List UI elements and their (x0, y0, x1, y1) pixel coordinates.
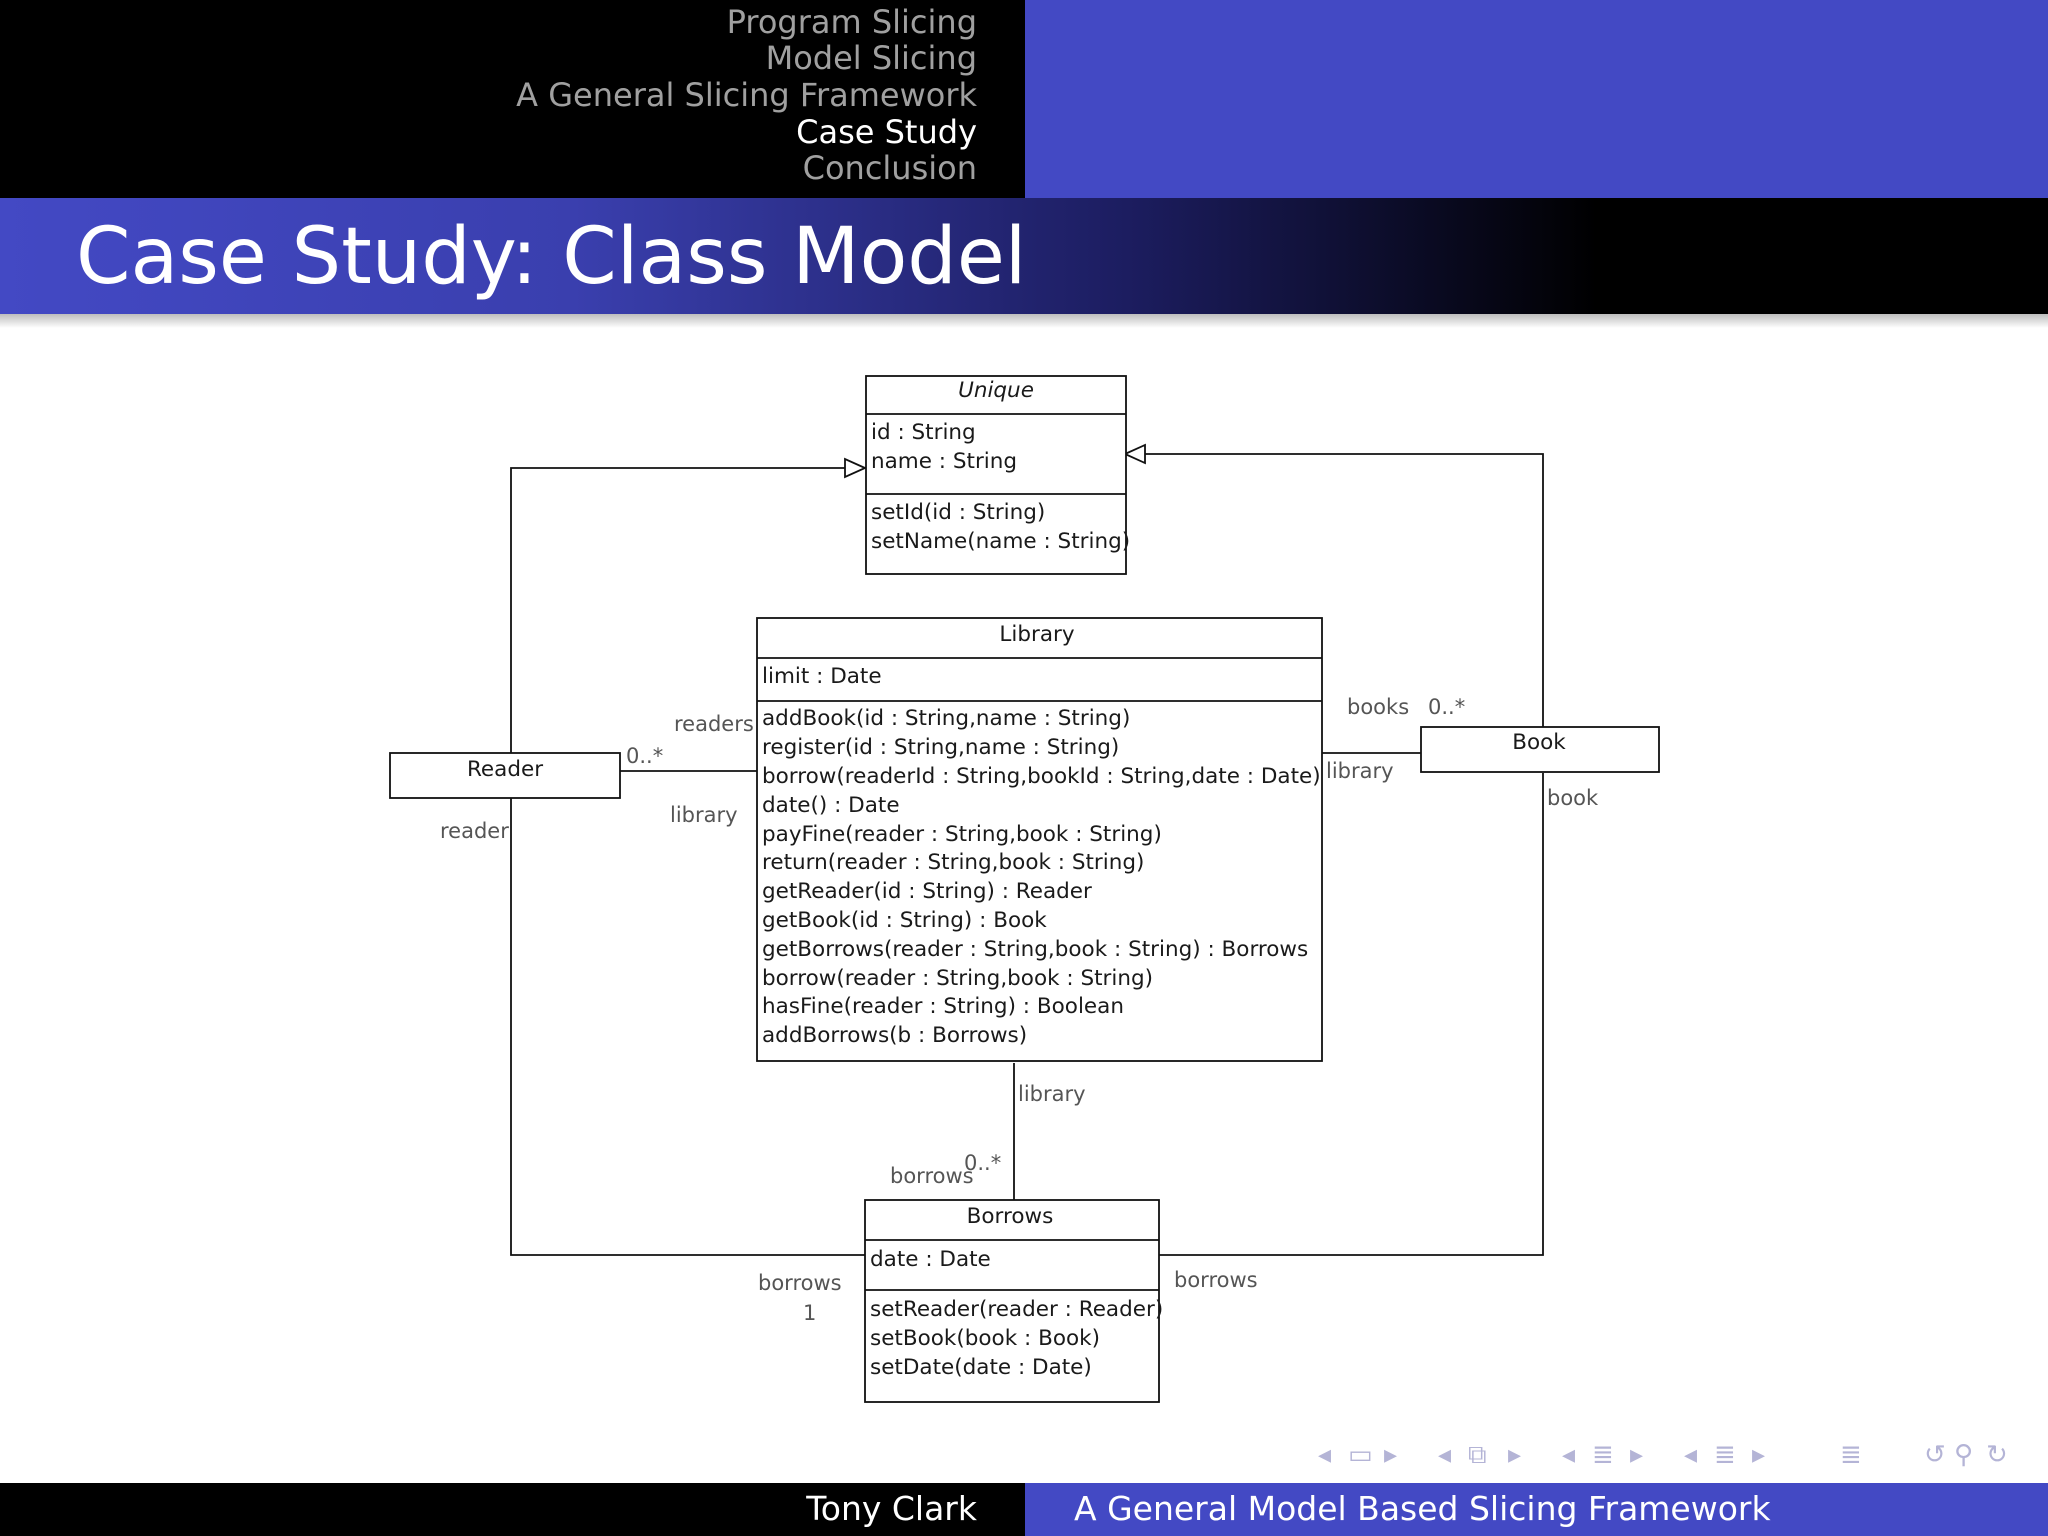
class-name: Unique (958, 378, 1034, 403)
slide-title: Case Study: Class Model (76, 212, 1027, 302)
role-label-library: library (1326, 759, 1394, 783)
class-operation: hasFine(reader : String) : Boolean (762, 994, 1124, 1019)
class-operation: borrow(readerId : String,bookId : String… (762, 764, 1321, 789)
nav-section-model-slicing[interactable]: Model Slicing (765, 39, 977, 77)
nav-section-general-slicing-framework[interactable]: A General Slicing Framework (516, 76, 977, 114)
class-attribute: name : String (871, 449, 1017, 474)
nav-left-icon[interactable]: ◂ (1684, 1440, 1698, 1470)
multiplicity-label: 0..* (964, 1151, 1001, 1175)
class-attribute: id : String (871, 420, 976, 445)
role-label-borrows: borrows (758, 1271, 842, 1295)
class-name: Borrows (967, 1204, 1054, 1229)
forward-icon[interactable]: ↻ (1986, 1440, 2008, 1470)
nav-section-case-study[interactable]: Case Study (796, 113, 977, 151)
class-operation: borrow(reader : String,book : String) (762, 966, 1153, 991)
class-book[interactable]: Book (1420, 726, 1660, 773)
class-library[interactable]: Library limit : Date addBook(id : String… (756, 617, 1323, 1062)
reader-borrows-association (510, 797, 865, 1256)
footer-author: Tony Clark (806, 1489, 977, 1528)
class-name: Book (1512, 730, 1566, 755)
header-accent-panel (1025, 0, 2048, 198)
multiplicity-label: 1 (803, 1301, 816, 1325)
class-operation: getReader(id : String) : Reader (762, 879, 1092, 904)
reader-unique-generalization (510, 467, 845, 753)
class-operation: setName(name : String) (871, 529, 1130, 554)
multiplicity-label: 0..* (1428, 695, 1465, 719)
class-operation: getBook(id : String) : Book (762, 908, 1047, 933)
nav-left-icon[interactable]: ◂ (1438, 1440, 1452, 1470)
class-operation: setDate(date : Date) (870, 1355, 1092, 1380)
class-reader[interactable]: Reader (389, 752, 621, 799)
class-name: Reader (467, 757, 543, 782)
class-operation: date() : Date (762, 793, 900, 818)
nav-left-icon[interactable]: ◂ (1318, 1440, 1332, 1470)
search-icon[interactable]: ⚲ (1954, 1440, 1974, 1470)
frame-icon[interactable]: ▭ (1348, 1440, 1373, 1470)
section-icon[interactable]: ≣ (1714, 1440, 1736, 1470)
nav-section-program-slicing[interactable]: Program Slicing (726, 3, 977, 41)
nav-left-icon[interactable]: ◂ (1562, 1440, 1576, 1470)
class-borrows[interactable]: Borrows date : Date setReader(reader : R… (864, 1199, 1163, 1403)
class-attribute: limit : Date (762, 664, 882, 689)
class-name: Library (999, 622, 1074, 647)
nav-section-conclusion[interactable]: Conclusion (802, 149, 977, 187)
subsection-icon[interactable]: ⧉ (1468, 1440, 1487, 1470)
role-label-reader: reader (440, 819, 509, 843)
role-label-borrows: borrows (1174, 1268, 1258, 1292)
nav-right-icon[interactable]: ▸ (1752, 1440, 1766, 1470)
role-label-library: library (670, 803, 738, 827)
nav-right-icon[interactable]: ▸ (1384, 1440, 1398, 1470)
title-bar (0, 198, 2048, 314)
back-icon[interactable]: ↺ (1924, 1440, 1946, 1470)
role-label-readers: readers (674, 712, 754, 736)
class-operation: return(reader : String,book : String) (762, 850, 1144, 875)
nav-right-icon[interactable]: ▸ (1630, 1440, 1644, 1470)
book-borrows-association (1159, 773, 1544, 1256)
class-operation: register(id : String,name : String) (762, 735, 1119, 760)
nav-right-icon[interactable]: ▸ (1508, 1440, 1522, 1470)
class-operation: addBorrows(b : Borrows) (762, 1023, 1027, 1048)
title-bar-shadow (0, 314, 2048, 328)
class-operation: payFine(reader : String,book : String) (762, 822, 1162, 847)
footer-author-panel (0, 1483, 1025, 1536)
beamer-navigation-controls: ◂ ▭ ▸ ◂ ⧉ ▸ ◂ ≣ ▸ ◂ ≣ ▸ ≣ ↺ ⚲ ↻ (1318, 1435, 2038, 1475)
outline-icon[interactable]: ≣ (1840, 1440, 1862, 1470)
section-icon[interactable]: ≣ (1592, 1440, 1614, 1470)
book-unique-generalization (1145, 453, 1544, 730)
generalization-arrowhead (1122, 443, 1146, 465)
class-operation: addBook(id : String,name : String) (762, 706, 1130, 731)
role-label-books: books (1347, 695, 1409, 719)
class-attribute: date : Date (870, 1247, 991, 1272)
footer-title-panel (1025, 1483, 2048, 1536)
class-operation: setId(id : String) (871, 500, 1045, 525)
role-label-book: book (1547, 786, 1599, 810)
multiplicity-label: 0..* (626, 744, 663, 768)
class-operation: setReader(reader : Reader) (870, 1297, 1163, 1322)
header-navigation-panel (0, 0, 1025, 198)
role-label-borrows: borrows (890, 1164, 974, 1188)
class-operation: getBorrows(reader : String,book : String… (762, 937, 1308, 962)
generalization-arrowhead (844, 457, 868, 479)
class-unique[interactable]: Unique id : String name : String setId(i… (865, 375, 1130, 575)
class-operation: setBook(book : Book) (870, 1326, 1100, 1351)
role-label-library: library (1018, 1082, 1086, 1106)
footer-talk-title: A General Model Based Slicing Framework (1074, 1489, 1771, 1528)
